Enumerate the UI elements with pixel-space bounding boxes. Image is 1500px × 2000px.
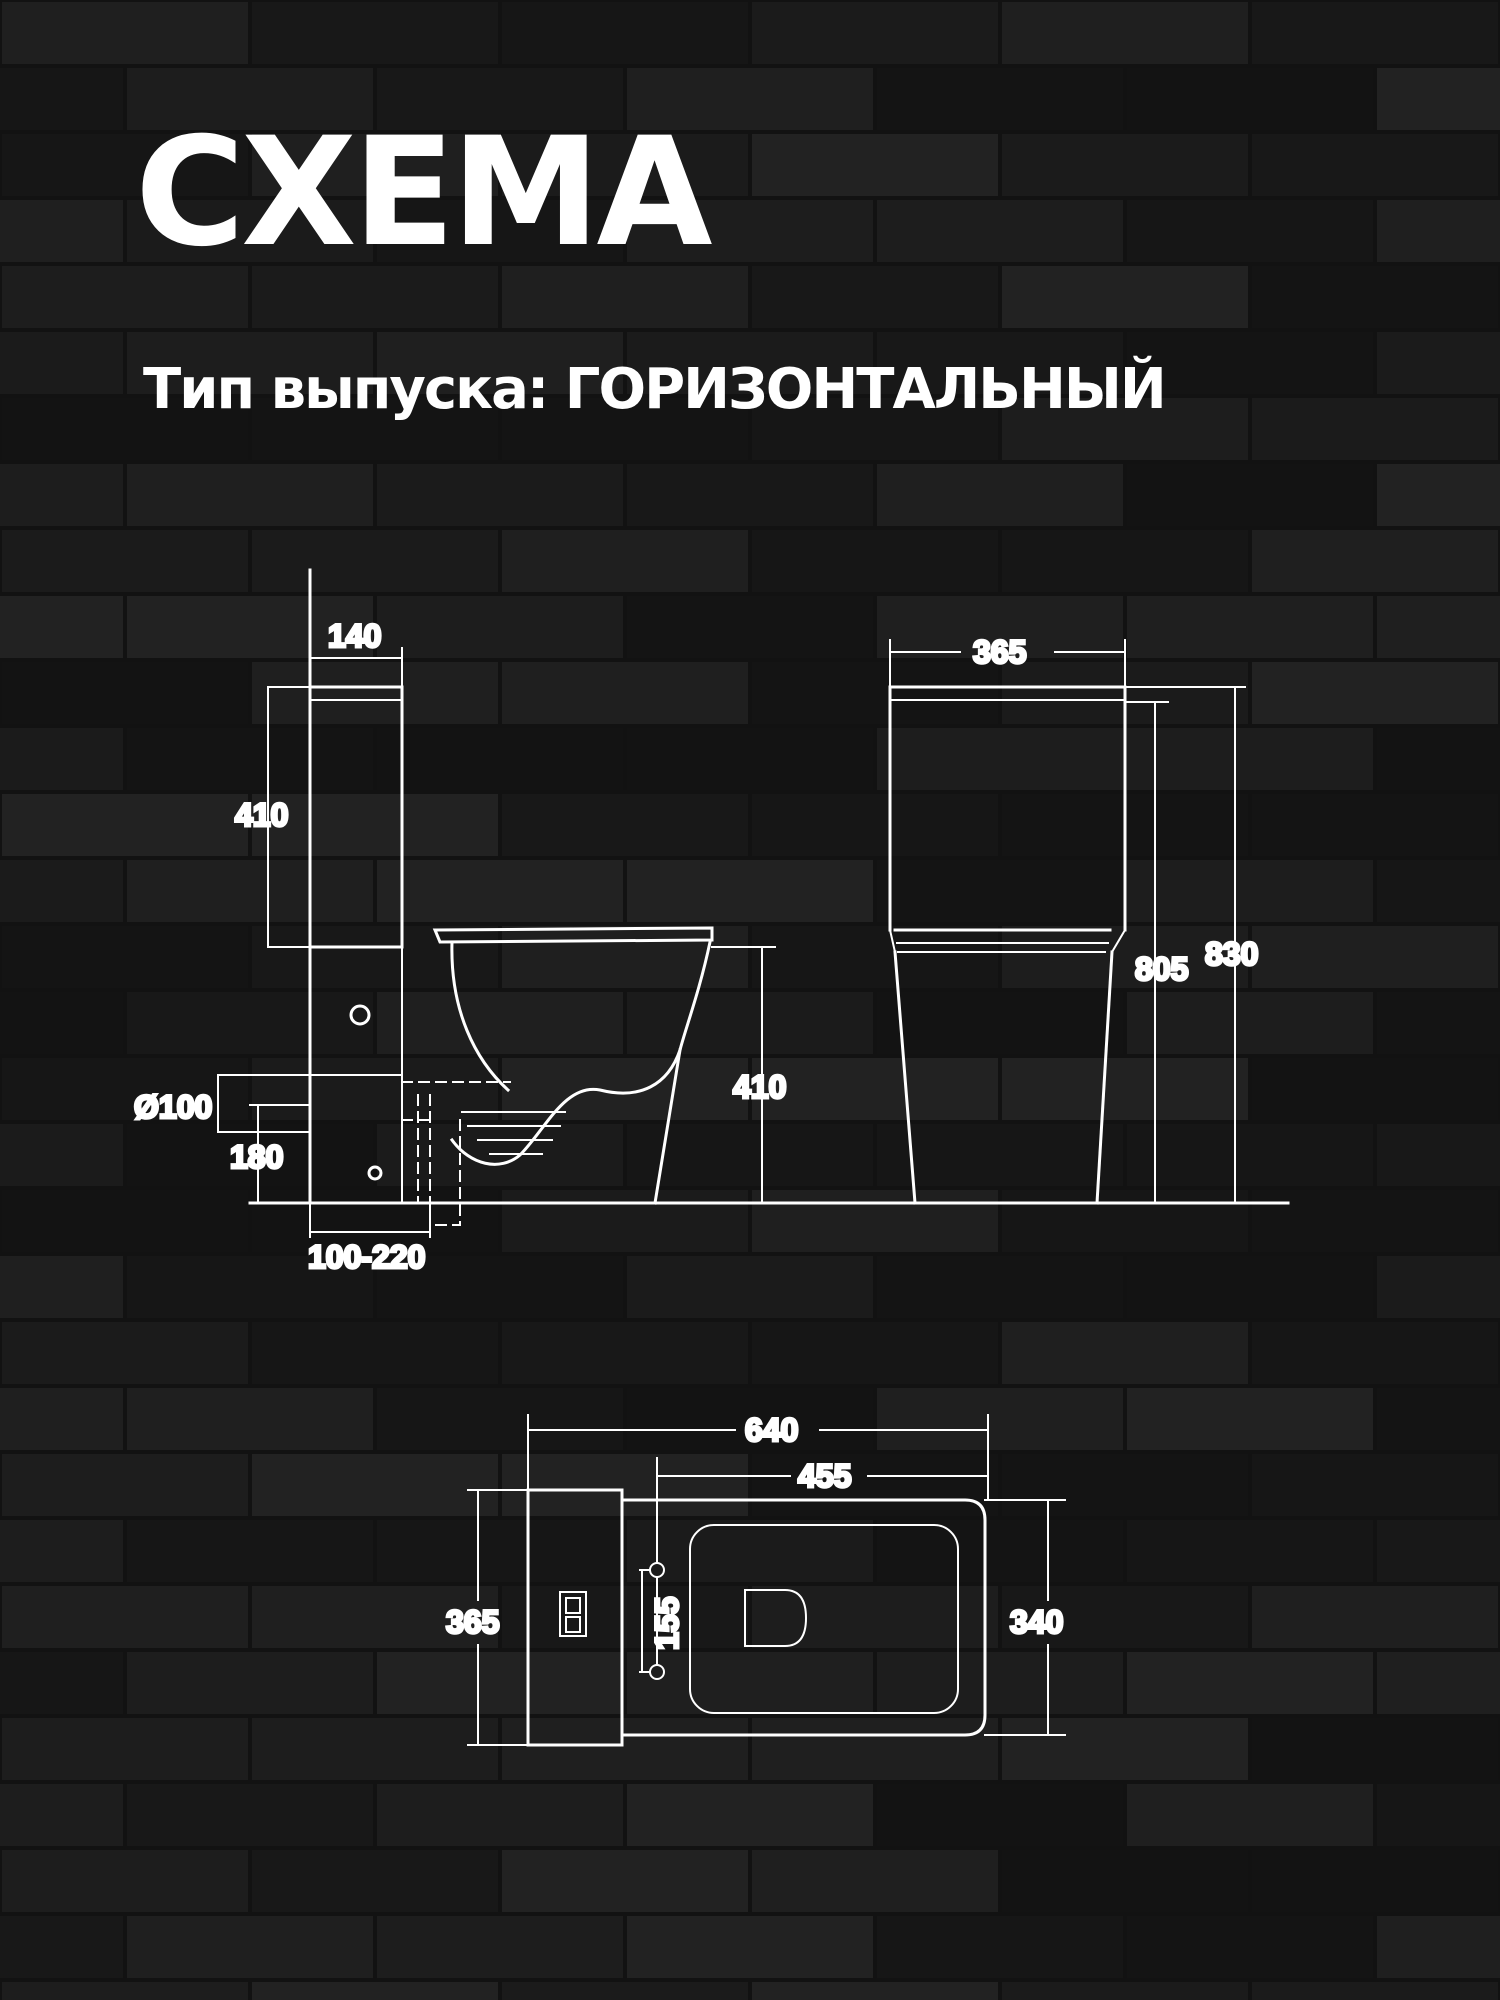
dim-total-height: 830 <box>1205 936 1258 972</box>
dim-bowl-width: 340 <box>1010 1604 1063 1640</box>
dim-tank-height: 410 <box>235 797 288 833</box>
dim-bowl-height: 410 <box>733 1069 786 1105</box>
dim-fixing-distance: 155 <box>649 1597 685 1650</box>
dim-wall-distance: 100-220 <box>308 1239 425 1275</box>
page-title: СХЕМА <box>135 106 713 280</box>
outlet-type-subtitle: Тип выпуска: ГОРИЗОНТАЛЬНЫЙ <box>143 357 1167 422</box>
dim-top-width: 365 <box>446 1604 499 1640</box>
front-view: 365 805 830 <box>888 633 1260 1205</box>
dim-bowl-length: 455 <box>798 1458 851 1494</box>
top-view: 640 455 365 340 155 <box>445 1411 1066 1747</box>
dim-front-width: 365 <box>973 634 1026 670</box>
dim-tank-depth: 140 <box>328 618 381 654</box>
dim-outlet-height: 180 <box>230 1139 283 1175</box>
dim-seat-height: 805 <box>1135 951 1188 987</box>
side-view: 140 410 410 Ø100 180 100-220 <box>133 568 1290 1277</box>
dim-outlet-diameter: Ø100 <box>134 1089 212 1125</box>
dim-total-length: 640 <box>745 1412 798 1448</box>
